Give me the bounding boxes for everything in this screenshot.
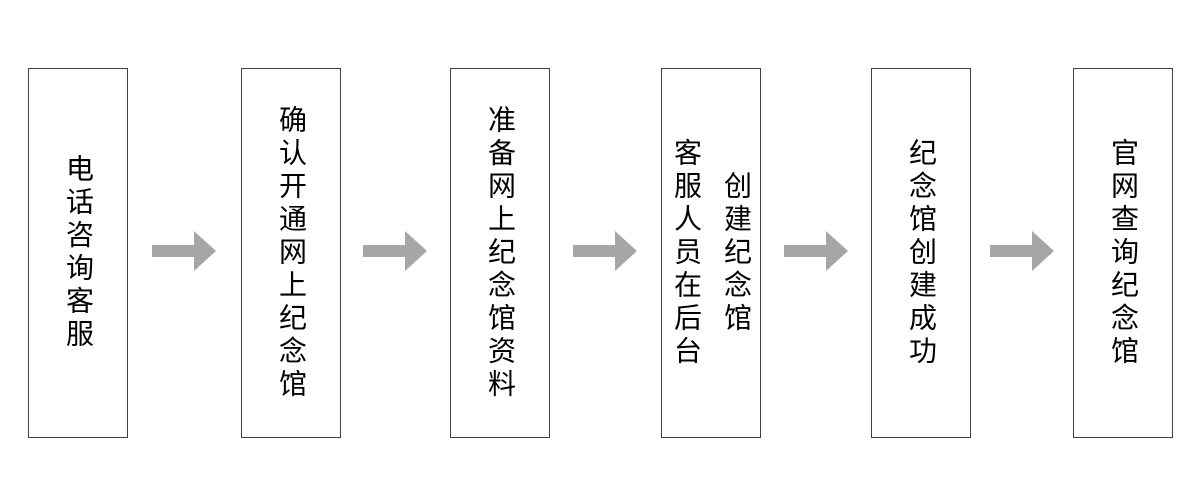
arrow-right-icon xyxy=(990,231,1054,271)
flow-step-official-site-query: 官网查询纪念馆 xyxy=(1073,68,1173,438)
flow-step-label: 确认开通网上纪念馆 xyxy=(276,104,307,402)
arrow-right-icon xyxy=(573,231,637,271)
arrow-right-icon xyxy=(152,231,216,271)
arrow-right-icon xyxy=(784,231,848,271)
flow-step-label-col-2: 创建纪念馆 xyxy=(721,170,752,336)
flow-step-label: 纪念馆创建成功 xyxy=(906,137,937,369)
flow-step-label: 电话咨询客服 xyxy=(63,154,94,352)
flow-step-phone-consult: 电话咨询客服 xyxy=(28,68,128,438)
flow-step-backend-create: 客服人员在后台 创建纪念馆 xyxy=(661,68,761,438)
flow-step-confirm-open: 确认开通网上纪念馆 xyxy=(241,68,341,438)
arrow-right-icon xyxy=(363,231,427,271)
flow-step-label-col-1: 客服人员在后台 xyxy=(671,137,702,369)
flow-step-label: 准备网上纪念馆资料 xyxy=(485,104,516,402)
flow-step-label: 官网查询纪念馆 xyxy=(1108,137,1139,369)
flow-step-create-success: 纪念馆创建成功 xyxy=(871,68,971,438)
flow-step-prepare-materials: 准备网上纪念馆资料 xyxy=(450,68,550,438)
